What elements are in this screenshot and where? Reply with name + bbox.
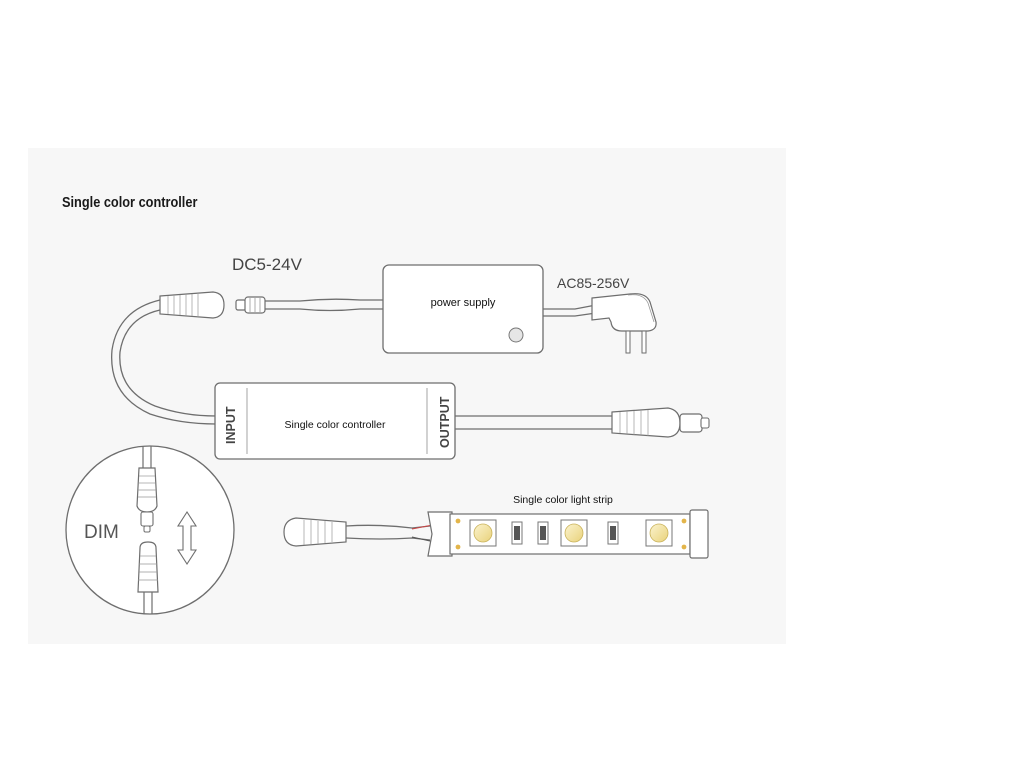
ac-cable: [543, 304, 597, 310]
strip-end-cap: [689, 509, 709, 559]
solder-pad: [681, 518, 687, 524]
dc-cable-lower: [262, 308, 383, 312]
output-male-plug: [611, 407, 710, 438]
output-port-label: OUTPUT: [438, 396, 452, 448]
light-strip-label: Single color light strip: [513, 494, 613, 506]
resistor-body: [610, 526, 616, 540]
power-supply-label: power supply: [431, 297, 496, 309]
solder-pad: [681, 544, 687, 550]
strip-connector-clip: [427, 511, 453, 557]
led-chip: [560, 519, 588, 547]
controller-label: Single color controller: [285, 419, 386, 431]
resistor-body: [540, 526, 546, 540]
led-chip: [645, 519, 673, 547]
solder-pad: [455, 518, 461, 524]
ac-plug-icon: [591, 293, 657, 354]
input-cable: [111, 299, 217, 425]
led-chip: [469, 519, 497, 547]
dim-male-plug: [136, 446, 158, 533]
ac-cable-lower: [543, 312, 597, 317]
strip-cable-lower: [345, 537, 431, 541]
dc-female-socket: [159, 291, 225, 319]
controller-box: [214, 382, 456, 460]
double-arrow-icon: [176, 510, 198, 566]
dc-voltage-label: DC5-24V: [232, 255, 303, 274]
dim-label: DIM: [84, 522, 119, 543]
input-cable-inner: [119, 309, 217, 417]
ac-voltage-label: AC85-256V: [557, 275, 630, 291]
solder-pad: [455, 544, 461, 550]
resistor-body: [514, 526, 520, 540]
strip-cable: [345, 524, 431, 529]
strip-female-socket: [283, 517, 347, 547]
input-port-label: INPUT: [224, 406, 238, 444]
dc-cable: [262, 298, 383, 302]
dc-male-plug: [235, 296, 266, 314]
power-indicator-icon: [508, 327, 524, 343]
dim-female-socket: [137, 541, 159, 614]
diagram-title: Single color controller: [62, 195, 198, 211]
